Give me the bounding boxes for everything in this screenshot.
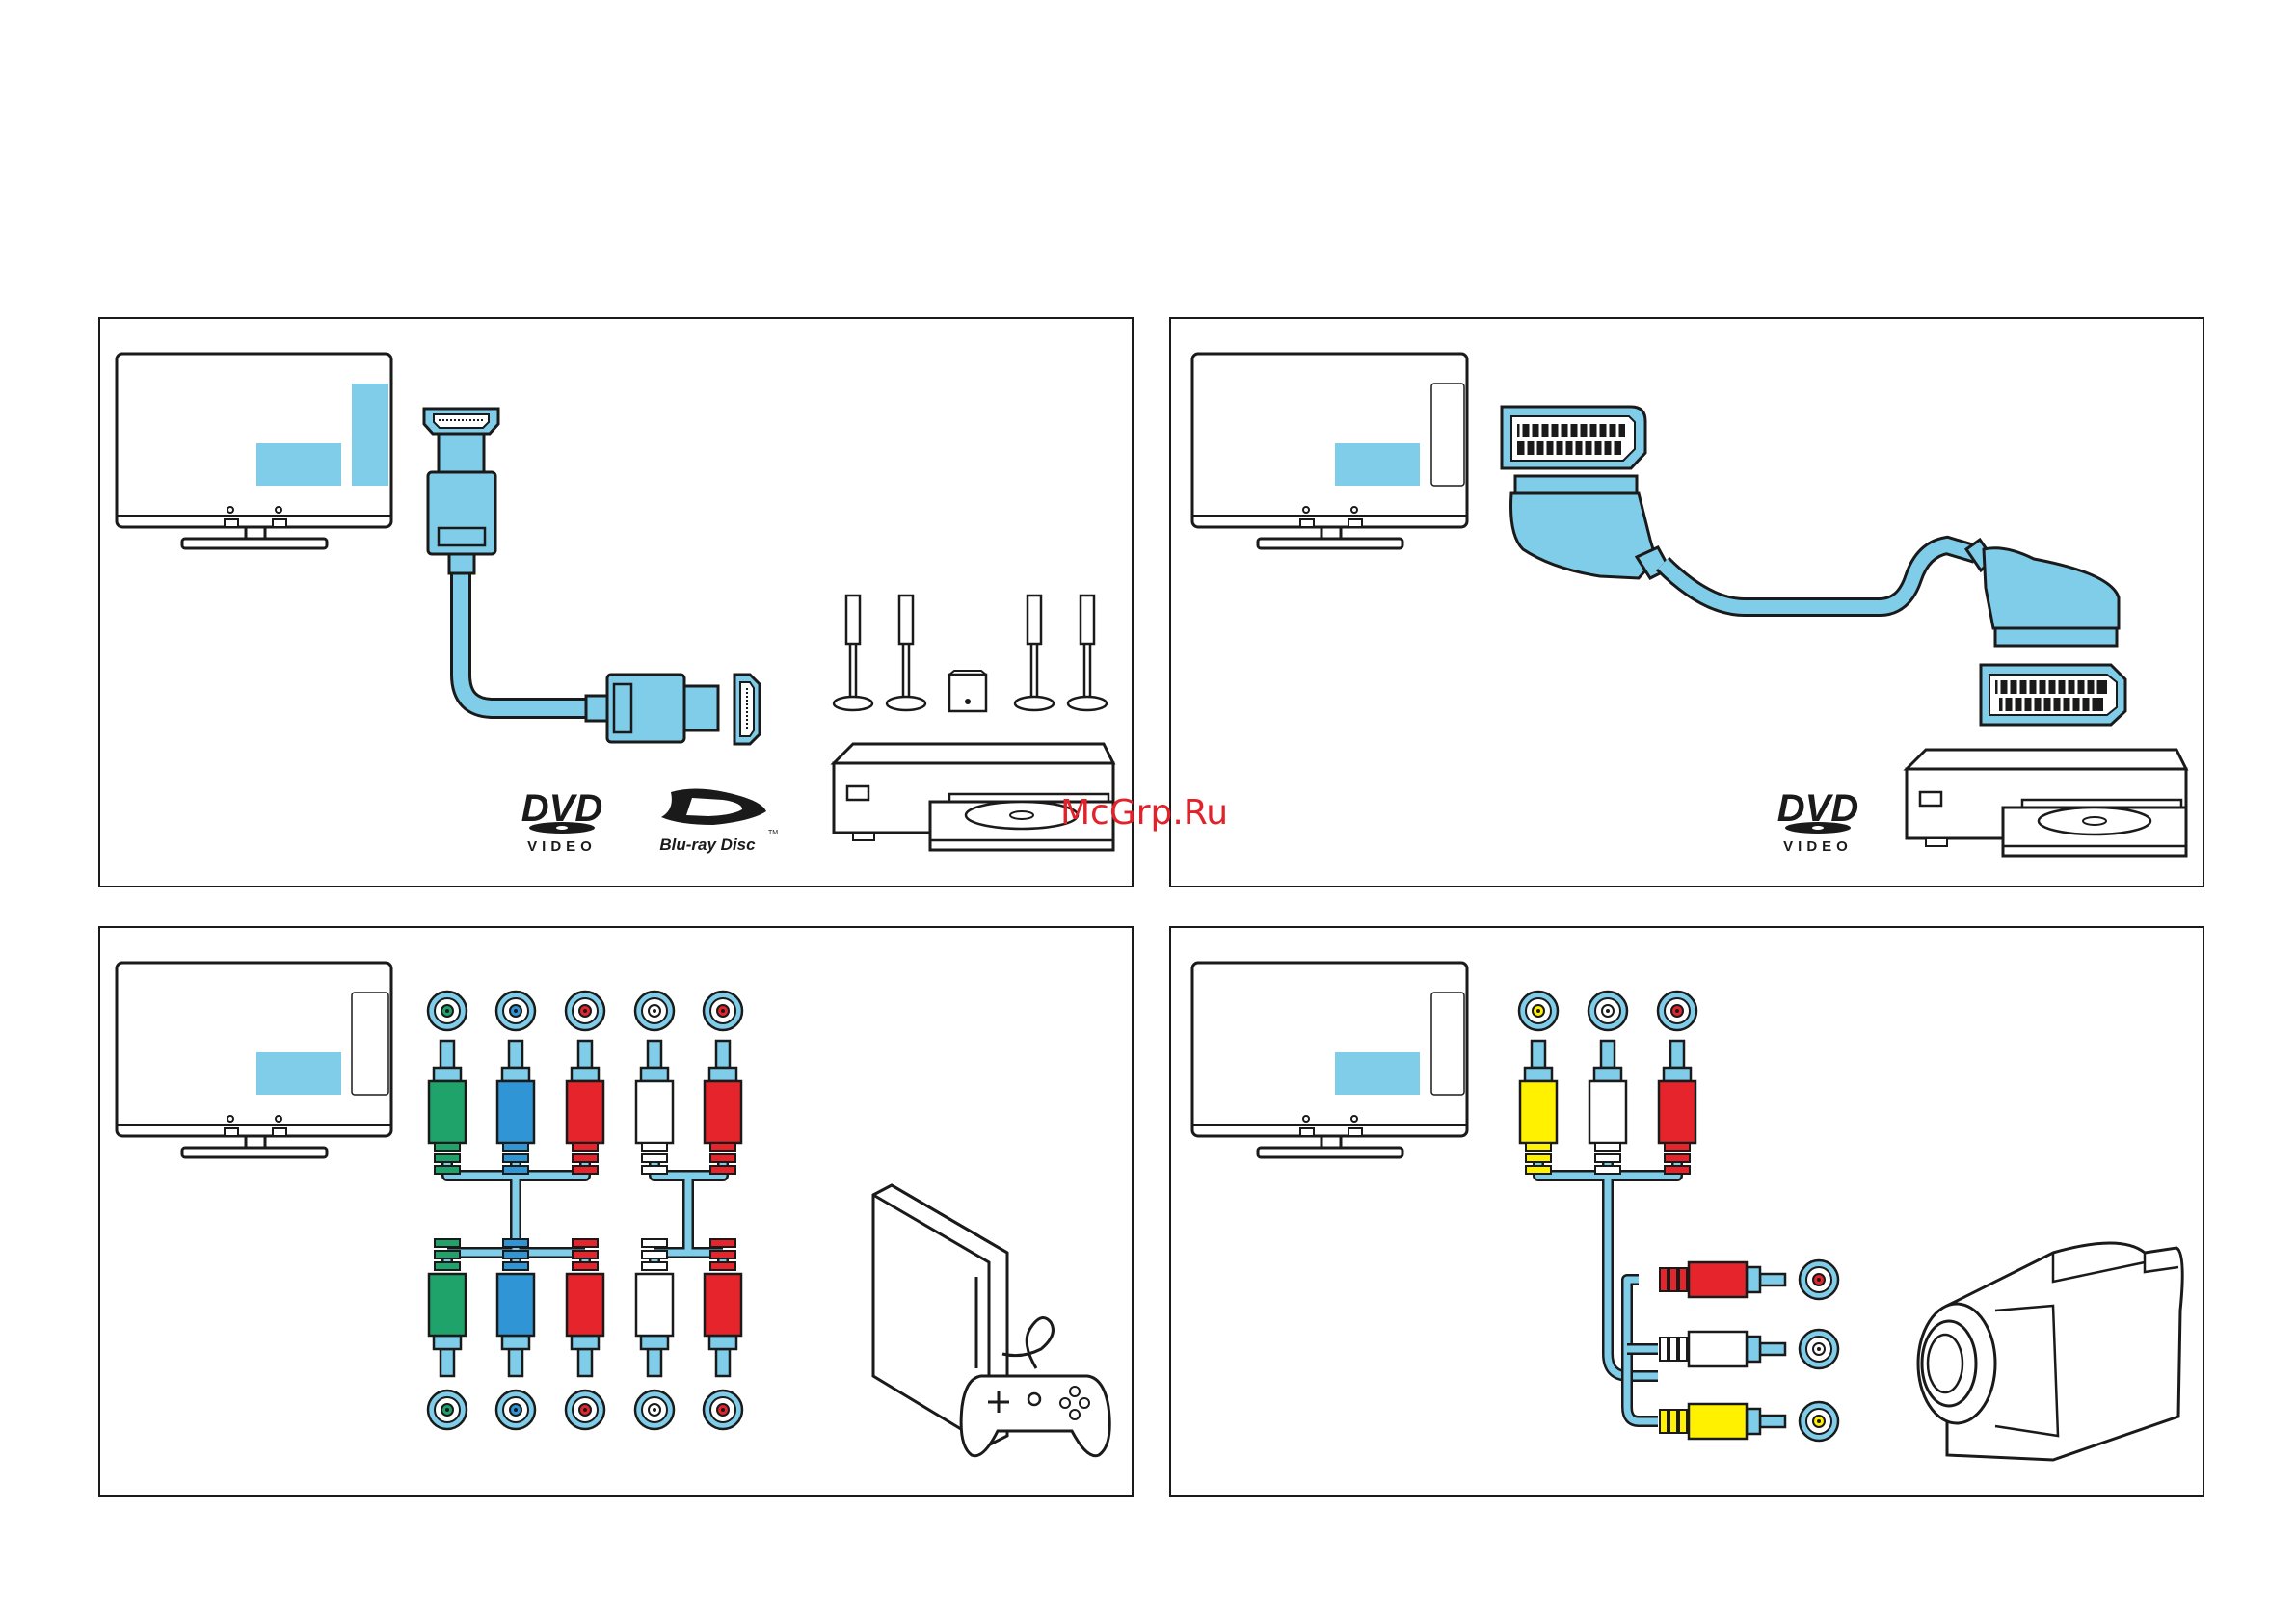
panel-scart: DVD VIDEO (1192, 354, 2186, 856)
rca-socket-icon (1519, 992, 1558, 1030)
rca-socket-icon (566, 1391, 604, 1429)
rca-plug-icon (1660, 1332, 1785, 1366)
component-cable-icon (428, 992, 742, 1429)
rca-socket-icon (1800, 1402, 1838, 1441)
rca-socket-icon (496, 992, 535, 1030)
rca-socket-icon (428, 992, 467, 1030)
scart-cable-icon (1502, 407, 2125, 725)
dvd-logo-subtitle: VIDEO (1783, 838, 1853, 855)
rca-socket-icon (428, 1391, 467, 1429)
rca-plug-icon (636, 1041, 673, 1174)
dvd-player-icon (1907, 750, 2186, 856)
rca-plug-icon (1520, 1041, 1557, 1174)
home-theater-speakers-icon (834, 596, 1107, 711)
tv-icon (1192, 354, 1467, 548)
dvd-video-logo: DVD VIDEO (1777, 787, 1858, 855)
rca-socket-icon (1589, 992, 1627, 1030)
tv-icon (117, 963, 391, 1157)
rca-plug-icon (1589, 1041, 1626, 1174)
rca-plug-icon (429, 1041, 466, 1174)
tv-icon (1192, 963, 1467, 1157)
rca-socket-icon (635, 992, 674, 1030)
trademark-text: TM (768, 830, 778, 836)
panel-component (117, 963, 1109, 1456)
rca-socket-icon (1800, 1330, 1838, 1368)
panel-composite (1192, 963, 2182, 1460)
rca-plug-icon (1659, 1041, 1695, 1174)
rca-plug-icon (497, 1041, 534, 1174)
rca-socket-icon (704, 992, 742, 1030)
rca-plug-icon (1660, 1262, 1785, 1297)
tv-icon (117, 354, 391, 548)
rca-socket-icon (1658, 992, 1696, 1030)
rca-socket-icon (496, 1391, 535, 1429)
blu-ray-disc-logo: Blu-ray Disc TM (659, 789, 778, 855)
rca-socket-icon (704, 1391, 742, 1429)
watermark-text: McGrp.Ru (1060, 793, 1228, 833)
dvd-logo-subtitle: VIDEO (527, 838, 597, 855)
rca-socket-icon (1800, 1260, 1838, 1299)
rca-plug-icon (1660, 1404, 1785, 1439)
panel-hdmi: DVD VIDEO Blu-ray Disc TM (117, 354, 1113, 855)
blu-ray-logo-text: Blu-ray Disc (659, 835, 756, 854)
rca-socket-icon (566, 992, 604, 1030)
rca-plug-icon (567, 1041, 603, 1174)
camcorder-icon (1918, 1243, 2182, 1460)
rca-plug-icon (705, 1041, 741, 1174)
dvd-video-logo: DVD VIDEO (521, 787, 602, 855)
hdmi-cable-icon (424, 409, 760, 744)
composite-cable-icon (1519, 992, 1838, 1441)
rca-socket-icon (635, 1391, 674, 1429)
